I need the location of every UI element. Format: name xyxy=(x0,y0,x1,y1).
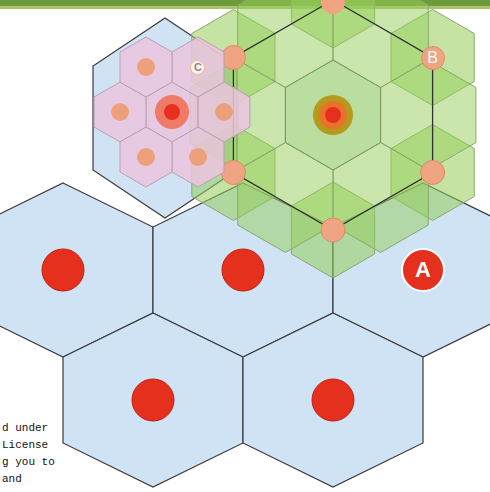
base-station xyxy=(42,249,84,291)
femto-station xyxy=(111,103,129,121)
base-station xyxy=(155,95,189,129)
cell-letter: A xyxy=(415,259,431,281)
small-station xyxy=(321,0,345,14)
base-station xyxy=(312,379,354,421)
notice-text: License xyxy=(2,440,48,451)
station-marker: C xyxy=(190,60,205,75)
notice-text: g you to xyxy=(2,457,55,468)
base-station xyxy=(222,249,264,291)
base-station xyxy=(319,101,347,129)
cell-letter: B xyxy=(427,50,438,66)
femto-station xyxy=(137,148,155,166)
femto-cell xyxy=(120,127,172,187)
station-marker: B xyxy=(421,46,445,70)
small-station xyxy=(221,161,245,185)
small-cell xyxy=(285,60,380,170)
cluster-outline xyxy=(233,0,432,230)
base-station xyxy=(325,107,341,123)
femto-cell xyxy=(120,37,172,97)
station-marker: A xyxy=(401,248,445,292)
femto-cell xyxy=(172,127,224,187)
femto-cell xyxy=(172,37,224,97)
femto-station xyxy=(215,103,233,121)
base-station xyxy=(164,104,180,120)
femto-station xyxy=(137,58,155,76)
small-station xyxy=(421,161,445,185)
femto-station xyxy=(189,148,207,166)
base-station xyxy=(132,379,174,421)
notice-text: d under xyxy=(2,423,48,434)
base-station xyxy=(313,95,353,135)
cell-letter: C xyxy=(194,62,202,73)
small-station xyxy=(221,46,245,70)
small-station xyxy=(321,218,345,242)
notice-text: and xyxy=(2,474,22,485)
macro-cell xyxy=(243,313,423,487)
macro-cell xyxy=(63,313,243,487)
